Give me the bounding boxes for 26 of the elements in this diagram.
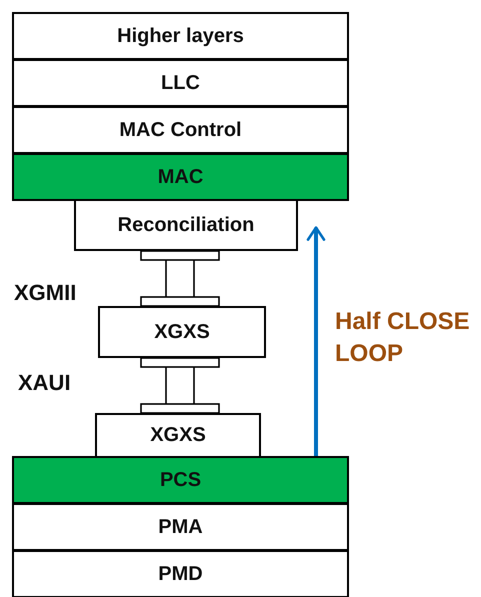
- layer-label: Reconciliation: [118, 214, 254, 236]
- layer-box: [95, 413, 261, 458]
- edge-label: Half CLOSE LOOP: [335, 307, 471, 370]
- layer-box: [12, 550, 349, 597]
- layer-box: [98, 306, 266, 358]
- interface-label: XGMII: [14, 280, 76, 306]
- layer-label: Higher layers: [117, 24, 244, 48]
- layer-box: [12, 503, 349, 551]
- layer-label: PMA: [158, 516, 203, 538]
- layer-box: [12, 59, 349, 107]
- layer-box: [12, 106, 349, 154]
- layer-bar: [12, 456, 349, 504]
- arrow: [306, 226, 326, 456]
- layer-box: [12, 12, 349, 60]
- layer-bar: [12, 153, 349, 201]
- interface-label: XAUI: [18, 370, 71, 396]
- layer-box: [74, 199, 298, 251]
- layer-label: PMD: [158, 562, 203, 586]
- layer-label: MAC: [158, 166, 204, 188]
- layer-label: LLC: [161, 72, 200, 94]
- interface-link: [140, 357, 220, 414]
- interface-link: [140, 250, 220, 307]
- layer-label: PCS: [160, 468, 202, 492]
- layer-label: XGXS: [154, 320, 210, 344]
- layer-label: MAC Control: [119, 118, 242, 142]
- layer-label: XGXS: [150, 424, 206, 447]
